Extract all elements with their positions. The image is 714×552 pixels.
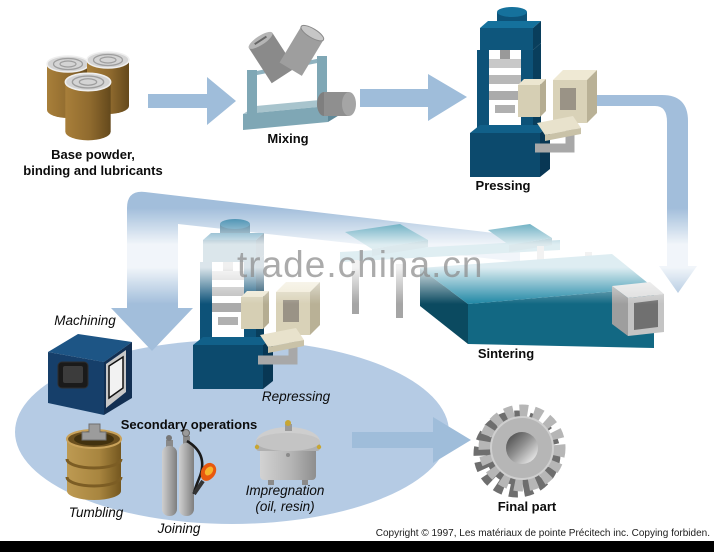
gas-cylinders	[162, 429, 217, 516]
final-part-gear	[473, 404, 566, 498]
label-machining: Machining	[54, 313, 116, 328]
label-joining: Joining	[157, 521, 201, 536]
label-secondary-operations: Secondary operations	[120, 417, 258, 432]
label-base-powder: Base powder, binding and lubricants	[3, 147, 183, 179]
label-sintering: Sintering	[477, 346, 535, 361]
label-mixing: Mixing	[267, 131, 309, 146]
fog-overlay	[0, 208, 714, 304]
label-base-powder-line2: binding and lubricants	[23, 163, 163, 178]
label-tumbling: Tumbling	[68, 505, 124, 520]
torch	[192, 479, 205, 496]
impregnation-vessel	[254, 420, 322, 485]
label-final-part: Final part	[497, 499, 557, 514]
tumbling-barrel	[65, 423, 123, 500]
machining-center	[48, 334, 132, 415]
arrow-secondary-to-final	[352, 417, 471, 463]
arrow-powder-to-mixing	[148, 77, 236, 125]
arrow-mixing-to-pressing	[360, 74, 467, 121]
pressing-machine	[470, 7, 597, 177]
base-powder-cans	[46, 51, 130, 142]
label-impregnation-line1: Impregnation	[245, 483, 325, 498]
label-repressing: Repressing	[261, 389, 331, 404]
watermark: trade.china.cn	[237, 244, 484, 285]
label-pressing: Pressing	[475, 178, 531, 193]
label-impregnation-line2: (oil, resin)	[255, 499, 315, 514]
label-base-powder-line1: Base powder,	[51, 147, 135, 162]
bottom-border-bar	[0, 541, 714, 552]
copyright-text: Copyright © 1997, Les matériaux de point…	[375, 528, 710, 539]
label-impregnation: Impregnation (oil, resin)	[225, 483, 345, 515]
mixing-machine	[243, 24, 356, 130]
